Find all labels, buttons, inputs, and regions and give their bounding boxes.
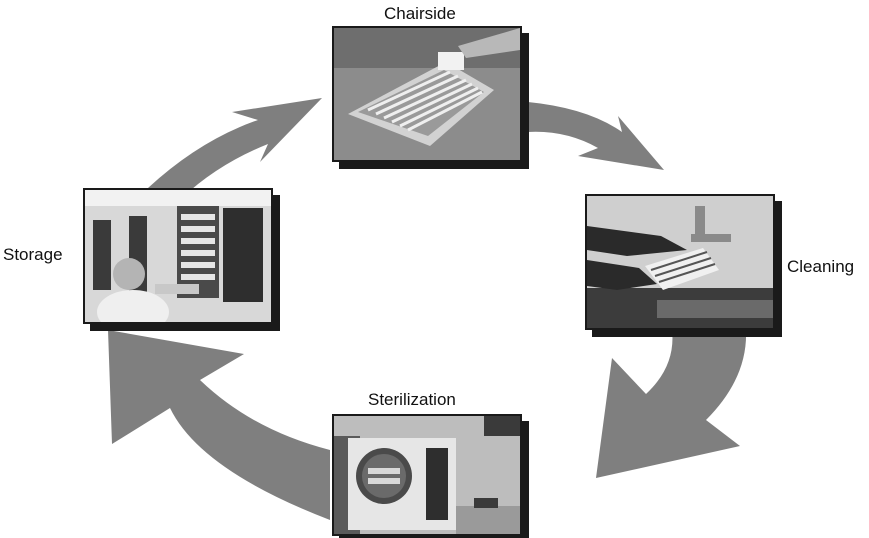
- arrow-storage-to-chairside: [148, 98, 322, 198]
- sterilization-photo: [332, 414, 522, 536]
- storage-label: Storage: [3, 245, 63, 264]
- chairside-photo: [332, 26, 522, 162]
- arrow-sterilization-to-storage: [108, 330, 330, 520]
- sterilization-label: Sterilization: [368, 390, 456, 409]
- chairside-image: [334, 28, 520, 160]
- sterilization-image: [334, 416, 520, 534]
- storage-photo: [83, 188, 273, 324]
- chairside-label: Chairside: [384, 4, 456, 23]
- cleaning-photo: [585, 194, 775, 330]
- storage-image: [85, 190, 271, 322]
- cleaning-label: Cleaning: [787, 257, 855, 276]
- cleaning-image: [587, 196, 773, 328]
- arrow-cleaning-to-sterilization: [596, 330, 747, 478]
- arrow-chairside-to-cleaning: [528, 102, 664, 170]
